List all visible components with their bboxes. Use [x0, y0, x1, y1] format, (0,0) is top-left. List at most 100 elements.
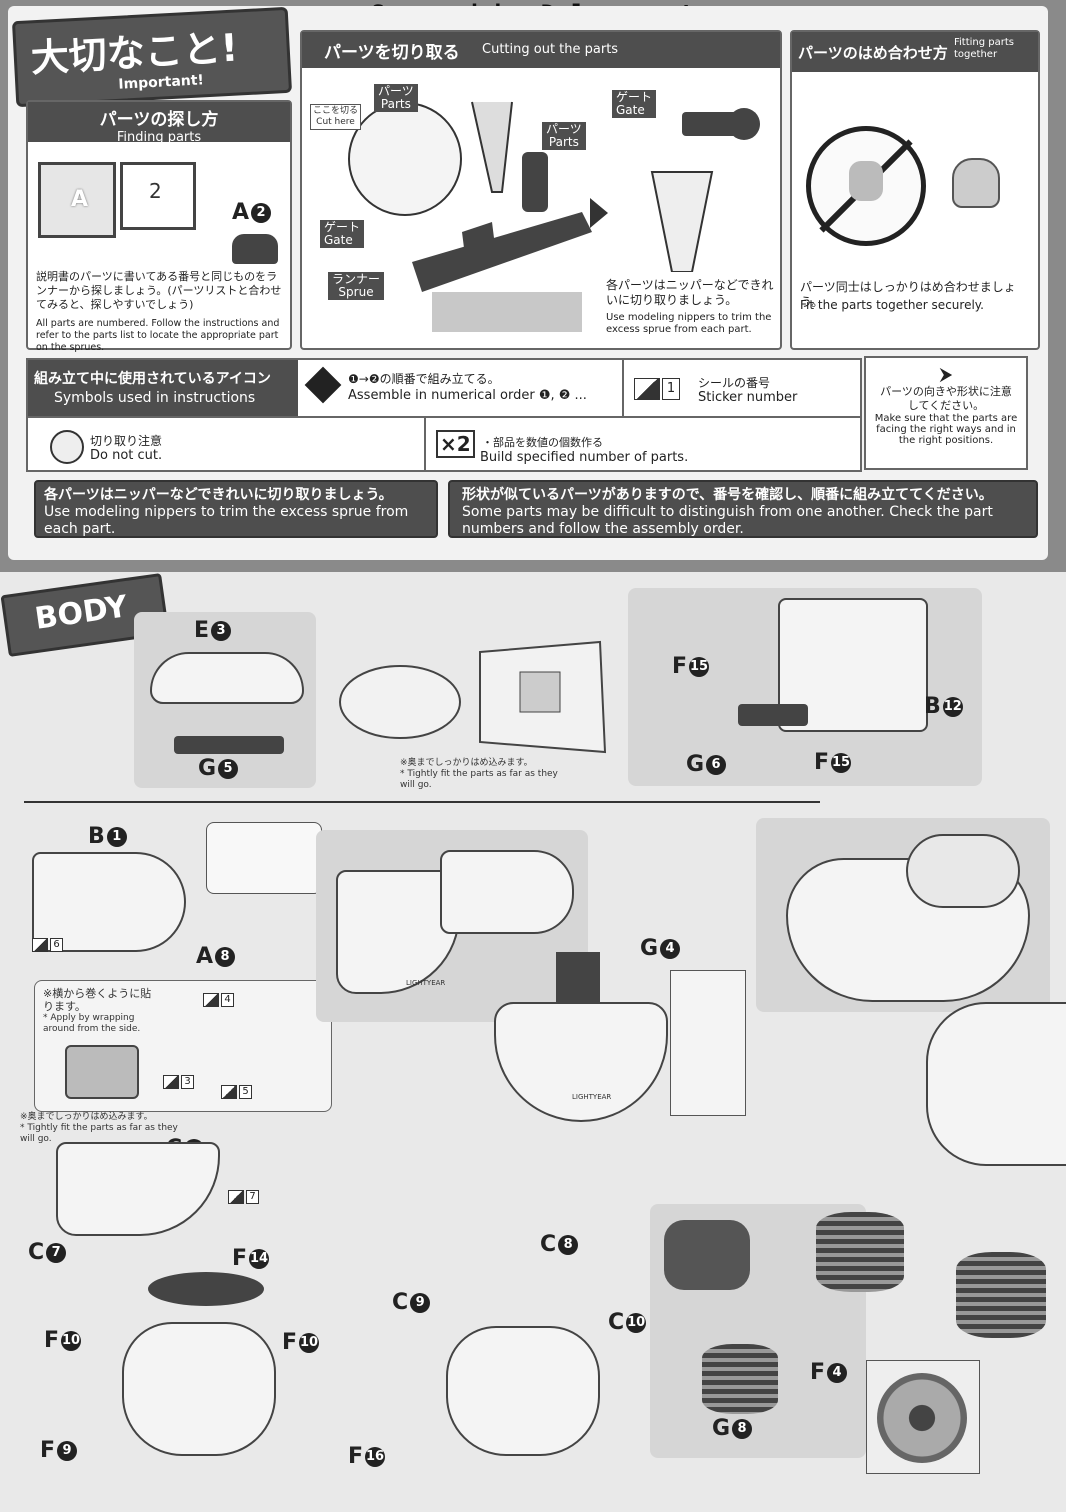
tag-f9-num: 9 [57, 1440, 78, 1461]
tag-c9-letter: C [392, 1290, 409, 1315]
sticker-5: 5 [221, 1085, 252, 1099]
tag-g4-letter: G [640, 936, 659, 961]
legend-divider-2 [424, 416, 426, 470]
tag-c8-letter: C [540, 1232, 557, 1257]
tag-g6-num: 6 [706, 754, 727, 775]
tag-e3-letter: E [194, 618, 210, 643]
icons-legend-header: 組み立て中に使用されているアイコン Symbols used in instru… [28, 360, 298, 416]
base-disc-panel [866, 1360, 980, 1474]
tag-f10a-letter: F [44, 1328, 60, 1353]
cutting-title-en: Cutting out the parts [482, 42, 619, 57]
step1-assembly-illustration [339, 640, 607, 754]
parts-label-2-en: Parts [548, 135, 579, 149]
body-section-title: BODY [32, 589, 130, 637]
helmet-body-left [122, 1322, 276, 1456]
tag-f14-num: 14 [249, 1248, 270, 1269]
step2-result-panel [756, 818, 1050, 1012]
sticker-4: 4 [203, 993, 234, 1007]
finding-header: パーツの探し方 Finding parts [28, 102, 290, 145]
fitted-part [952, 158, 1000, 208]
fitting-desc-jp: パーツ同士はしっかりはめ合わせましょう。 [800, 280, 1016, 309]
nocut-desc-en: Do not cut. [90, 448, 163, 463]
tight-note-jp: ※奥までしっかりはめ込みます。 [20, 1112, 153, 1122]
order-desc-jp: ❶→❷の順番で組み立てる。 [348, 372, 500, 386]
gate-label-2-en: Gate [616, 103, 645, 117]
banner-nippers: 各パーツはニッパーなどできれいに切り取りましょう。 Use modeling n… [34, 480, 438, 538]
tag-c10-num: 10 [626, 1312, 647, 1333]
sticker-icon: 1 [634, 378, 680, 400]
trim-illustration [650, 108, 760, 272]
cheek-part-c7 [56, 1142, 220, 1236]
tag-b11-letter: B [88, 824, 105, 849]
clip-detail [670, 970, 746, 1116]
tag-c7-letter: C [28, 1240, 45, 1265]
step-divider [24, 801, 820, 803]
tag-f10b-num: 10 [299, 1332, 320, 1353]
tag-f16-letter: F [348, 1444, 364, 1469]
fitting-desc-en: Fit the parts together securely. [800, 298, 984, 312]
orientation-note: ⮞ パーツの向きや形状に注意してください。 Make sure that the… [864, 356, 1028, 470]
coil-g7 [816, 1212, 904, 1292]
part-tag-number: 2 [251, 202, 272, 223]
tag-f4-num: 4 [827, 1362, 848, 1383]
faceplate-b11 [32, 852, 186, 952]
finding-title-en: Finding parts [116, 130, 202, 145]
coil-final [956, 1252, 1046, 1338]
cut-zoom-circle [348, 102, 462, 216]
tag-g5-num: 5 [218, 758, 239, 779]
gate-label-1-en: Gate [324, 233, 353, 247]
banner-similar-en: Some parts may be difficult to distingui… [462, 504, 993, 537]
tag-f15b-num: 15 [831, 752, 852, 773]
frame-g6 [738, 704, 808, 726]
legend-divider-h [28, 416, 860, 418]
runner-number: 2 [149, 179, 162, 203]
sticker-5-num: 5 [239, 1085, 252, 1099]
tag-f10b-letter: F [282, 1330, 298, 1355]
sticker-7: 7 [228, 1190, 259, 1204]
sprue-label-en: Sprue [338, 285, 374, 299]
build-count-badge: ×2 [436, 430, 475, 458]
order-desc-en: Assemble in numerical order ❶, ❷ ... [348, 388, 587, 403]
tag-g8-letter: G [712, 1416, 731, 1441]
faceplate-right [440, 850, 574, 934]
parts-label-1-en: Parts [380, 97, 411, 111]
tag-a8-letter: A [196, 944, 214, 969]
parts-label-2-jp: パーツ [546, 122, 582, 136]
tag-b11-num: 1 [106, 826, 127, 847]
nipper-sprue-illustration [412, 101, 592, 332]
parts-label-1-jp: パーツ [378, 84, 414, 98]
cutting-title-jp: パーツを切り取る [324, 43, 460, 63]
tag-c10-letter: C [608, 1310, 625, 1335]
part-tag-letter: A [232, 200, 250, 225]
faceplate-detail [206, 822, 322, 894]
helmet-body-middle [446, 1326, 600, 1456]
important-title-en: Important! [117, 72, 205, 93]
sticker-desc-jp: シールの番号 [698, 376, 771, 390]
cut-here-label: ここを切る Cut here [310, 104, 362, 130]
icons-title-en: Symbols used in instructions [54, 390, 256, 406]
cut-here-jp: ここを切る [313, 106, 359, 116]
part-a2-shape [232, 234, 278, 264]
tag-f16-num: 16 [365, 1446, 386, 1467]
fitting-title-jp: パーツのはめ合わせ方 [798, 44, 948, 62]
tag-f15a-num: 15 [689, 656, 710, 677]
tag-g6-letter: G [686, 752, 705, 777]
runner-letter: A [71, 187, 89, 212]
important-section: 大切なこと! Important! パーツの探し方 Finding parts … [8, 6, 1048, 560]
tag-g5-letter: G [198, 756, 217, 781]
